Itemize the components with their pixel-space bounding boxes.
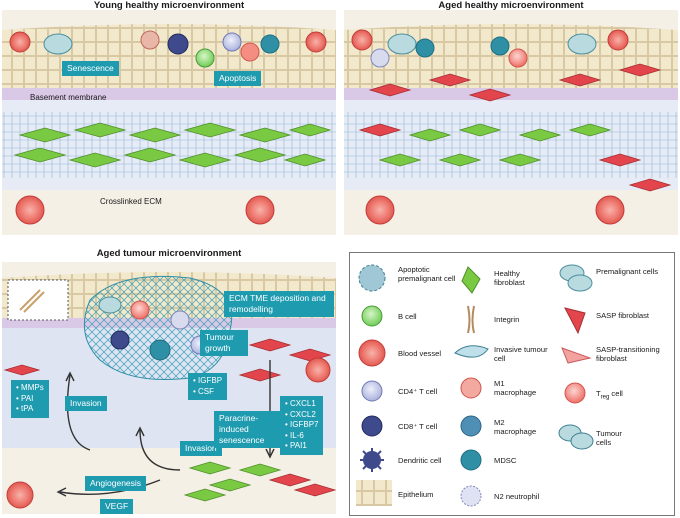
- legend-label: Premalignant cells: [596, 267, 659, 276]
- invasive-tumour-cell-icon: [454, 345, 489, 358]
- list-item: MMPs: [16, 383, 44, 394]
- legend-label: CD4⁺ T cell: [398, 387, 438, 396]
- ecm-tme-tag: ECM TME deposition and remodelling: [224, 291, 334, 317]
- legend-label: SASP fibroblast: [596, 311, 650, 320]
- cd8-t-cell-icon: [361, 415, 383, 437]
- young-panel-title: Young healthy microenvironment: [93, 0, 245, 11]
- list-item: CXCL2: [285, 410, 318, 421]
- dendritic-cell-icon: [360, 448, 384, 472]
- tumour-blood-vessels: [6, 357, 331, 509]
- list-item: CSF: [193, 387, 222, 398]
- protease-list: MMPs PAI tPA: [11, 380, 49, 418]
- sasp-fibroblast-icon: [564, 307, 586, 335]
- crosslinked-ecm-label: Crosslinked ECM: [100, 197, 162, 206]
- blood-vessel-icon: [358, 339, 386, 367]
- list-item: tPA: [16, 404, 44, 415]
- b-cell-icon: [361, 305, 383, 327]
- list-item: IGFBP7: [285, 420, 318, 431]
- invasion-tag-left: Invasion: [65, 396, 107, 411]
- m2-macrophage-icon: [460, 415, 482, 437]
- legend-label: N2 neutrophil: [494, 492, 540, 501]
- treg-cell-icon: [564, 382, 586, 404]
- legend-label: CD8⁺ T cell: [398, 422, 438, 431]
- legend: Apoptotic premalignant cell Healthy fibr…: [349, 252, 675, 516]
- legend-label: M2 macrophage: [494, 418, 537, 436]
- integrin-inset: [7, 279, 69, 321]
- angiogenesis-tag: Angiogenesis: [85, 476, 147, 491]
- mdsc-icon: [460, 449, 482, 471]
- tumour-growth-tag: Tumour growth: [200, 330, 248, 356]
- young-fibroblasts: [13, 122, 332, 168]
- legend-label-treg: Treg cell: [596, 389, 623, 401]
- legend-label: Healthy fibroblast: [494, 269, 525, 287]
- basement-membrane-label: Basement membrane: [30, 93, 107, 102]
- legend-label: M1 macrophage: [494, 379, 537, 397]
- list-item: IGFBP: [193, 376, 222, 387]
- apoptosis-tag: Apoptosis: [214, 71, 262, 86]
- list-item: PAI: [16, 394, 44, 405]
- aged-panel-title: Aged healthy microenvironment: [438, 0, 584, 11]
- aged-epithelial-cells: [351, 29, 629, 68]
- legend-label: Epithelium: [398, 490, 434, 499]
- tumour-panel-fibroblasts: [3, 338, 337, 502]
- legend-label: Blood vessel: [398, 349, 442, 358]
- n2-neutrophil-icon: [460, 485, 482, 507]
- legend-label: MDSC: [494, 456, 517, 465]
- list-item: CXCL1: [285, 399, 318, 410]
- legend-icons: [356, 264, 594, 507]
- growth-factor-list: IGFBP CSF: [188, 373, 228, 400]
- m1-macrophage-icon: [460, 377, 482, 399]
- legend-label: Apoptotic premalignant cell: [398, 265, 456, 283]
- healthy-fibroblast-icon: [461, 266, 481, 294]
- legend-label: Dendritic cell: [398, 456, 442, 465]
- sasp-factor-list: CXCL1 CXCL2 IGFBP7 IL-6 PAI1: [280, 396, 324, 455]
- paracrine-senescence-tag: Paracrine-induced senescence: [214, 411, 282, 448]
- aged-blood-vessels: [365, 195, 625, 225]
- tumour-cells-icon: [558, 424, 594, 450]
- legend-label: Integrin: [494, 315, 520, 324]
- apoptotic-premalignant-cell-icon: [358, 264, 386, 292]
- premalignant-cells-icon: [559, 264, 593, 292]
- aged-fibroblasts: [358, 63, 672, 192]
- young-blood-vessels: [15, 195, 275, 225]
- invasion-tag-center: Invasion: [180, 441, 222, 456]
- integrin-icon: [467, 305, 475, 334]
- legend-label: Tumour cells: [596, 429, 622, 447]
- legend-label: Invasive tumour cell: [494, 345, 548, 363]
- legend-label: SASP-transitioning fibroblast: [596, 345, 660, 363]
- senescence-tag: Senescence: [62, 61, 119, 76]
- list-item: PAI1: [285, 441, 318, 452]
- legend-label: B cell: [398, 312, 417, 321]
- tumour-panel-title: Aged tumour microenvironment: [96, 248, 242, 259]
- epithelium-icon: [356, 480, 392, 506]
- vegf-tag: VEGF: [100, 499, 134, 514]
- young-epithelial-cells: [9, 30, 327, 68]
- list-item: IL-6: [285, 431, 318, 442]
- cd4-t-cell-icon: [361, 380, 383, 402]
- sasp-transitioning-fibroblast-icon: [561, 347, 592, 364]
